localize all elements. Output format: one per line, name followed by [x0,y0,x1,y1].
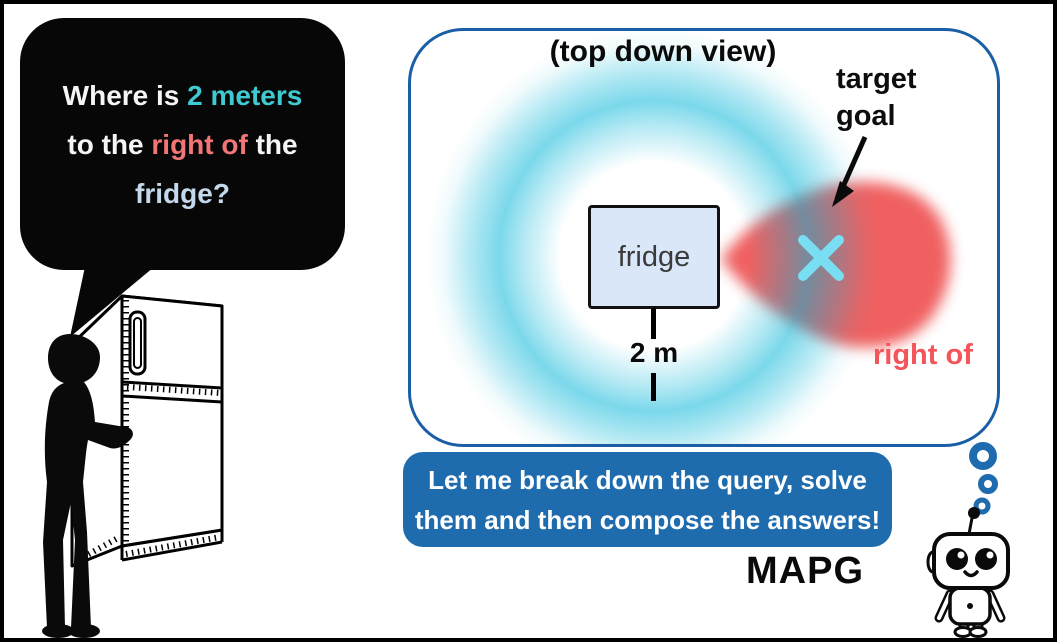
fridge-illustration [70,294,224,568]
fridge-box: fridge [588,205,720,309]
object-text: fridge? [135,177,230,209]
question-line-1: Where is 2 meters [62,79,303,111]
robot-message-line-2: them and then compose the answers! [414,504,881,535]
robot-message-line-1: Let me break down the query, solve [428,464,867,495]
panel-title: (top down view) [549,35,777,68]
target-goal-arrow-icon [832,135,868,207]
robot-icon [926,507,1010,638]
fridge-box-label: fridge [617,240,691,273]
question-line-2: to the right of the [67,128,298,160]
right-of-label: right of [873,339,973,371]
target-goal-label: target goal [836,63,917,132]
question-bubble-tail [70,262,160,337]
person-silhouette [42,334,133,638]
dimension-line-top [651,308,656,339]
dimension-line-bottom [651,373,656,401]
mapg-label: MAPG [746,550,864,592]
distance-label: 2 m [629,337,679,368]
thought-bubbles-icon [969,442,998,515]
distance-text: 2 meters [187,79,303,111]
question-line-3: fridge? [135,169,230,218]
topdown-view-panel: (top down view) fridge 2 m target goal r… [408,28,1000,447]
robot-message-bubble: Let me break down the query, solve them … [403,452,892,547]
goal-x-marker-icon [798,235,844,281]
relation-text: right of [151,128,248,160]
question-bubble: Where is 2 meters to the right of the fr… [20,18,345,270]
